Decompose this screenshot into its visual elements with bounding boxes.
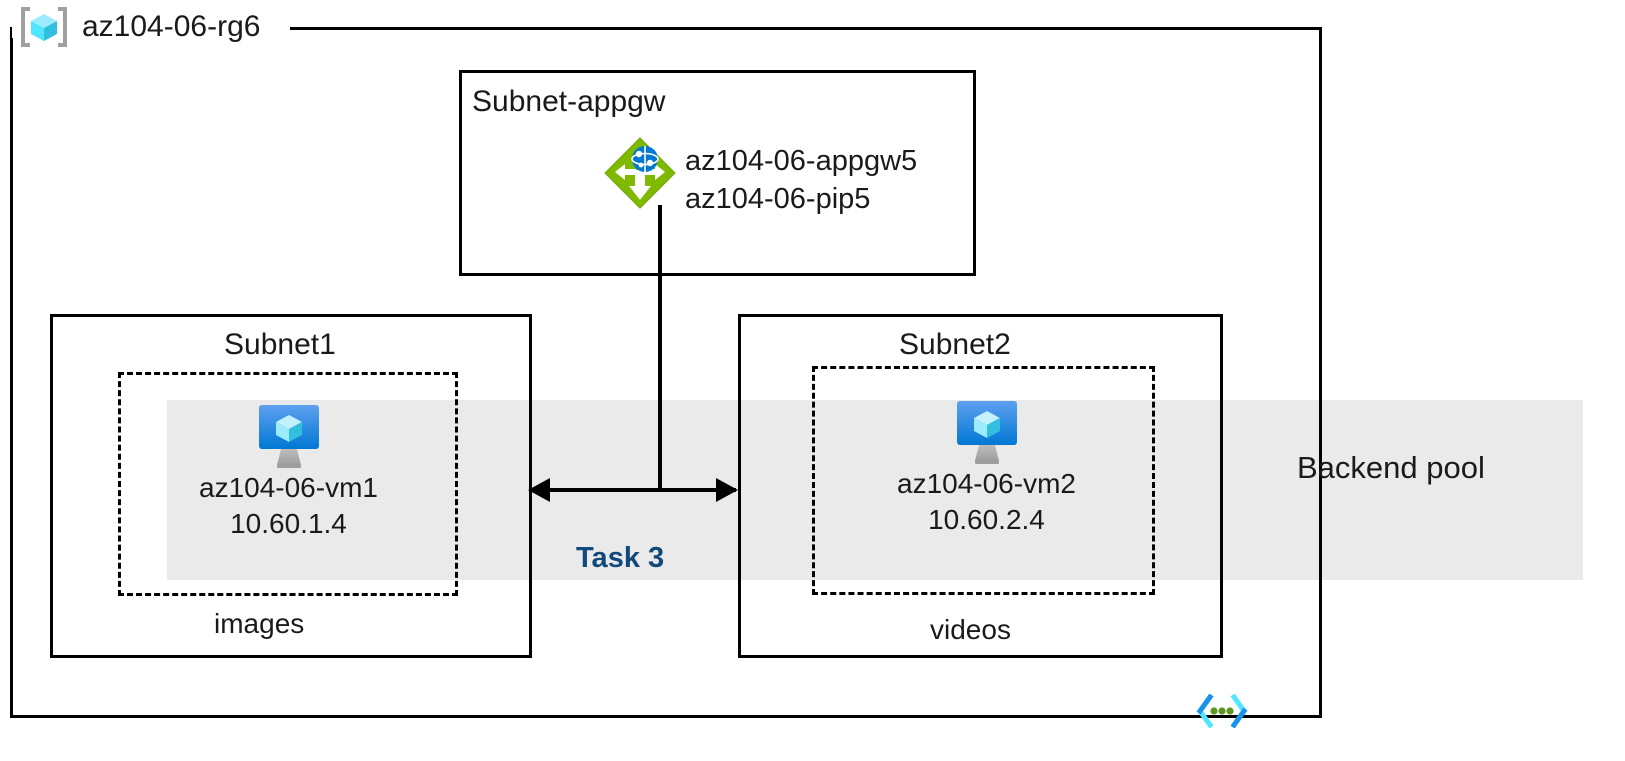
vm2-ip: 10.60.2.4 [928, 504, 1045, 535]
vm2-node: az104-06-vm2 10.60.2.4 [866, 398, 1107, 538]
resource-group-boundary [10, 27, 1322, 718]
vm2-name: az104-06-vm2 [897, 468, 1076, 499]
subnet-appgw-title: Subnet-appgw [472, 85, 666, 118]
appgw-public-ip-name: az104-06-pip5 [685, 183, 871, 215]
subnet2-footer-label: videos [930, 614, 1011, 645]
vm1-node: az104-06-vm1 10.60.1.4 [168, 402, 409, 542]
resource-group-label-notch [12, 18, 290, 38]
application-gateway-icon [603, 136, 677, 210]
virtual-network-icon [1196, 693, 1248, 729]
resource-group-cube-icon [18, 6, 70, 48]
vm1-ip: 10.60.1.4 [230, 508, 347, 539]
subnet-appgw-box [459, 70, 976, 276]
subnet1-title: Subnet1 [224, 328, 336, 361]
subnet1-footer-label: images [214, 608, 305, 639]
arrow-head-right-icon [716, 478, 738, 502]
subnet2-dashed-boundary [812, 366, 1155, 595]
task-3-label: Task 3 [576, 542, 665, 574]
subnet1-dashed-boundary [118, 372, 458, 596]
vm1-name: az104-06-vm1 [199, 472, 378, 503]
application-gateway-labels: az104-06-appgw5 az104-06-pip5 [685, 142, 917, 218]
resource-group-title: az104-06-rg6 [82, 10, 261, 43]
backend-pool-label: Backend pool [1297, 450, 1485, 485]
virtual-machine-icon [168, 402, 409, 470]
subnet2-box [738, 314, 1223, 658]
arrow-head-left-icon [528, 478, 550, 502]
virtual-machine-icon [866, 398, 1107, 466]
subnet2-title: Subnet2 [899, 328, 1011, 361]
gateway-connector-line [658, 205, 662, 490]
appgw-resource-name: az104-06-appgw5 [685, 145, 918, 177]
subnet-link-line [530, 488, 736, 492]
backend-pool-band [167, 400, 1583, 580]
